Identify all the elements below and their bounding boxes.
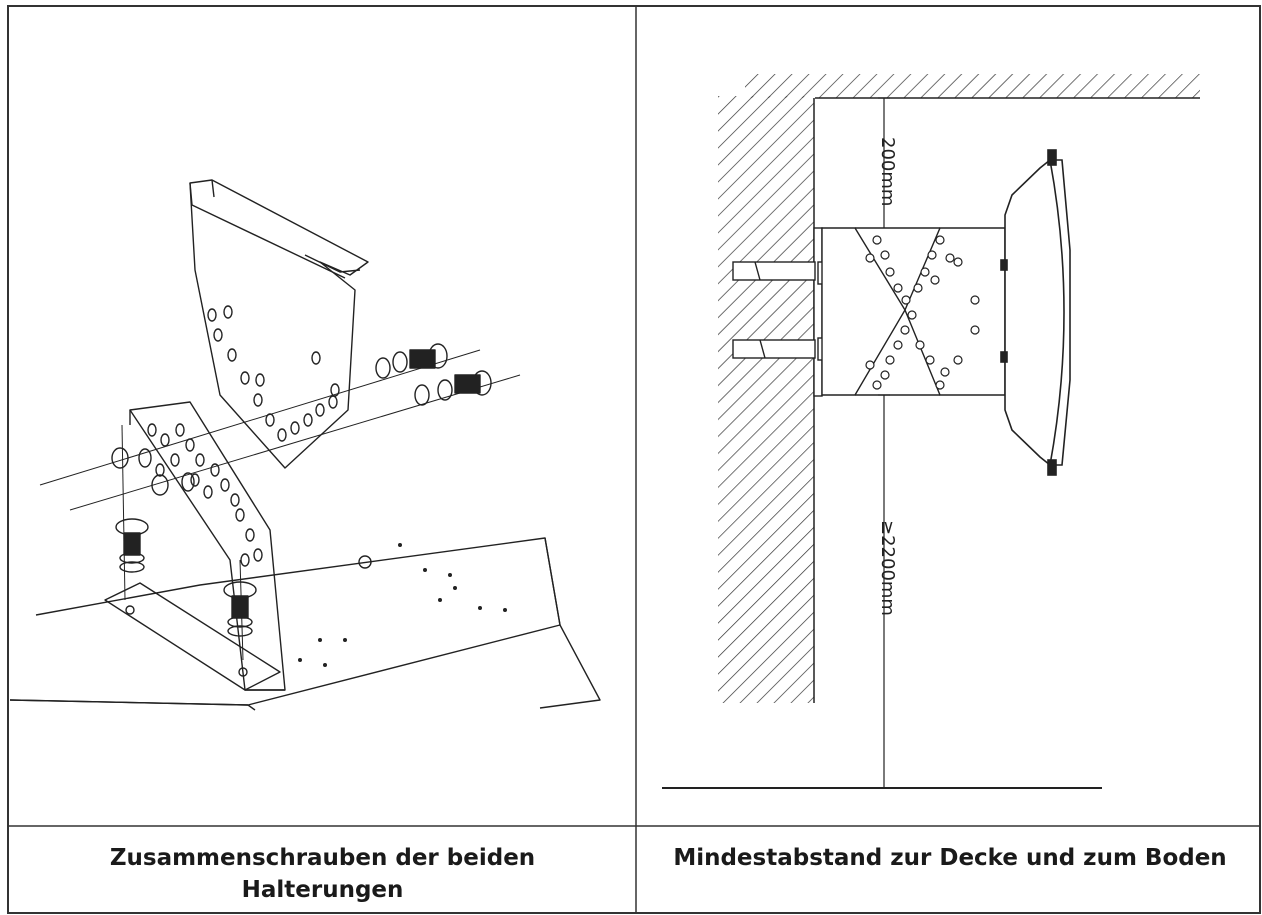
screws-washers xyxy=(111,343,492,637)
bracket-assembly-drawing xyxy=(9,179,601,711)
caption-left: Zusammenschrauben der beiden Halterungen xyxy=(10,842,635,906)
table-grid xyxy=(7,5,1261,914)
assembly-axis-lines xyxy=(39,349,521,661)
caption-left-line2: Halterungen xyxy=(241,877,404,903)
articulating-arm xyxy=(821,227,1006,396)
upper-bracket xyxy=(189,179,369,469)
clearance-drawing xyxy=(662,74,1200,789)
caption-left-line1: Zusammenschrauben der beiden xyxy=(109,845,536,871)
wall-hatch xyxy=(718,96,814,703)
tv-screen-profile xyxy=(1000,149,1071,476)
ceiling-gap-label: 200mm xyxy=(877,137,898,207)
base-plate xyxy=(9,537,601,711)
ceiling-hatch xyxy=(745,74,1200,98)
caption-right: Mindestabstand zur Decke und zum Boden xyxy=(673,845,1227,871)
lower-bracket xyxy=(104,401,286,691)
floor-height-label: ≥2200mm xyxy=(877,520,898,616)
